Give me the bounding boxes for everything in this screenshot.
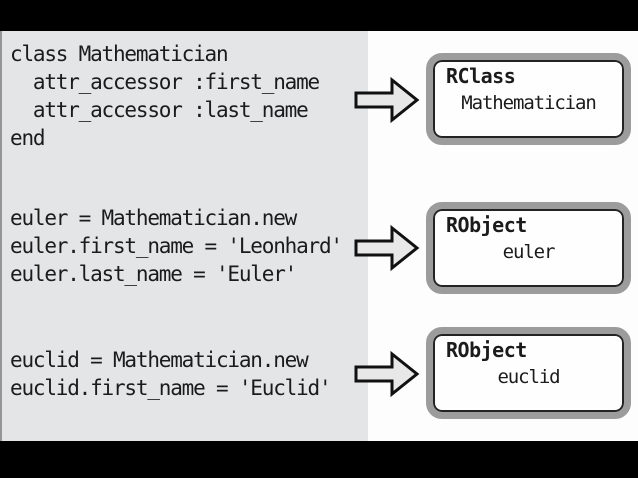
code-line: class Mathematician (10, 42, 229, 66)
code-snippet-euler-instance: euler = Mathematician.new euler.first_na… (10, 204, 343, 288)
box-title: RClass (446, 64, 516, 88)
block-arrow-right-icon (354, 76, 420, 124)
box-value: Mathematician (461, 92, 597, 114)
code-line: euler.first_name = 'Leonhard' (10, 234, 343, 258)
code-line: euclid = Mathematician.new (10, 348, 309, 372)
code-line: euler = Mathematician.new (10, 206, 297, 230)
code-snippet-class-definition: class Mathematician attr_accessor :first… (10, 40, 320, 152)
robject-struct-box-euclid: RObject euclid (426, 327, 631, 419)
block-arrow-right-icon (354, 350, 420, 398)
code-line: end (10, 126, 46, 150)
block-arrow-right-icon (354, 224, 420, 272)
code-line: euclid.first_name = 'Euclid' (10, 376, 332, 400)
code-line: attr_accessor :first_name (10, 70, 320, 94)
robject-struct-box-euler: RObject euler (426, 202, 631, 294)
bottom-letterbox-bar (0, 441, 638, 478)
box-value: euler (502, 241, 556, 263)
box-value: euclid (497, 366, 560, 388)
rclass-struct-box: RClass Mathematician (426, 53, 631, 145)
code-line: euler.last_name = 'Euler' (10, 262, 297, 286)
code-line: attr_accessor :last_name (10, 98, 309, 122)
code-panel (0, 31, 368, 441)
code-snippet-euclid-instance: euclid = Mathematician.new euclid.first_… (10, 346, 332, 402)
top-letterbox-bar (0, 0, 638, 31)
box-title: RObject (446, 338, 527, 362)
box-title: RObject (446, 213, 527, 237)
